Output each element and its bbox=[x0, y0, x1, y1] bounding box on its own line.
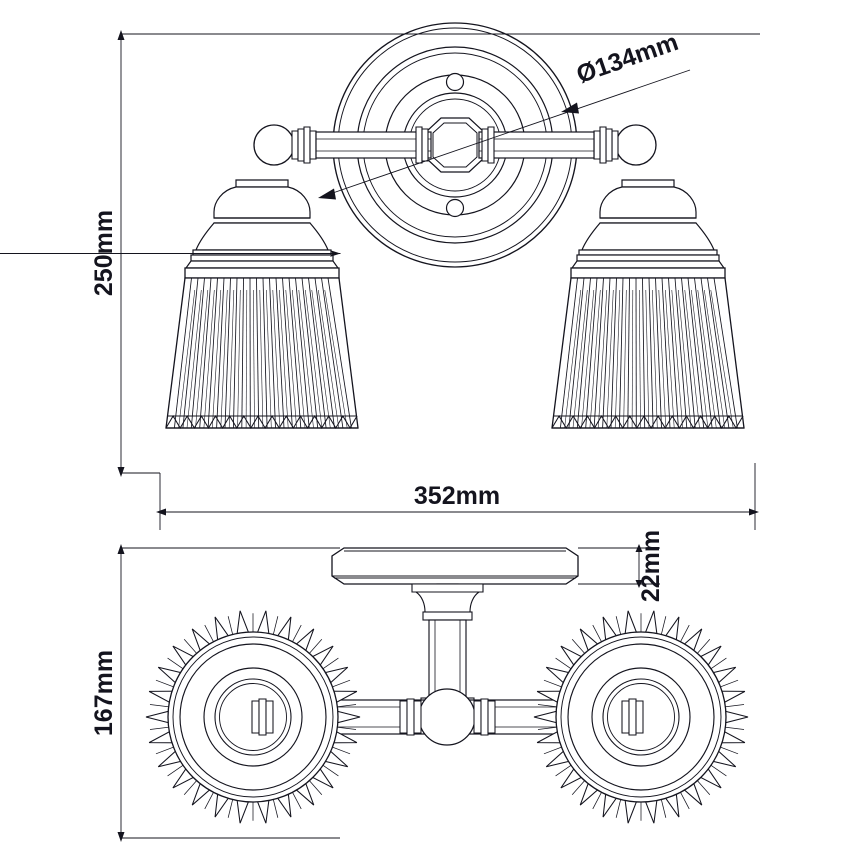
dimension-label-plate-thickness: 22mm bbox=[637, 530, 665, 602]
bottom-plan-view bbox=[145, 547, 749, 824]
wall-backplate-front bbox=[332, 22, 578, 268]
dimension-label-depth: 167mm bbox=[90, 650, 118, 736]
dimension-label-width: 352mm bbox=[414, 482, 500, 510]
backplate-edge-profile bbox=[331, 547, 579, 585]
dimension-plate-thickness-22mm: 22mm bbox=[578, 530, 665, 602]
dimension-label-diameter: Ø134mm bbox=[573, 28, 682, 89]
shade-right-front bbox=[551, 179, 745, 429]
front-elevation-view bbox=[165, 22, 745, 429]
dimension-height-250mm: 250mm bbox=[0, 30, 760, 477]
screw-hole-top bbox=[445, 72, 465, 92]
rosette-right-plan bbox=[533, 610, 749, 824]
center-boss bbox=[426, 117, 484, 173]
center-stem-plan bbox=[411, 583, 484, 708]
dimension-depth-167mm: 167mm bbox=[90, 544, 340, 842]
dimension-label-height: 250mm bbox=[90, 210, 118, 296]
arm-center-collars bbox=[415, 126, 495, 164]
shade-left-front bbox=[165, 179, 359, 429]
arm-ends-over-rosettes bbox=[251, 698, 644, 736]
dimension-width-352mm: 352mm bbox=[156, 463, 759, 530]
screw-hole-bottom bbox=[445, 198, 465, 218]
